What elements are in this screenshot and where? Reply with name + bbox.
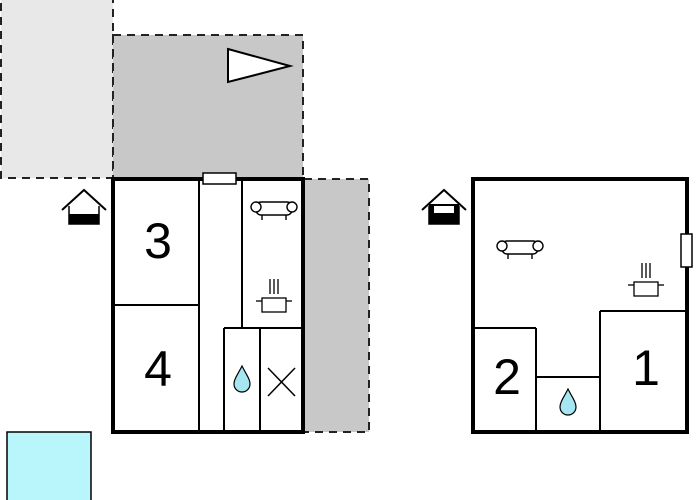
house-entrance-icon — [421, 188, 467, 225]
sofa-icon — [250, 201, 298, 220]
pool — [6, 431, 92, 500]
water-drop-icon — [559, 387, 577, 416]
house-entrance-icon — [61, 188, 107, 225]
sofa-icon — [496, 240, 544, 259]
room-number-1: 1 — [632, 340, 660, 396]
left-building: 3 4 — [111, 172, 305, 434]
window-icon — [680, 233, 693, 268]
water-drop-icon — [233, 364, 251, 393]
outdoor-area-terrace — [112, 34, 304, 179]
kitchen-pot-icon — [256, 279, 292, 313]
outdoor-area-light — [0, 0, 114, 179]
window-icon — [202, 172, 237, 185]
room-number-3: 3 — [144, 213, 172, 269]
right-building: 2 1 — [471, 177, 693, 434]
room-number-4: 4 — [144, 341, 172, 397]
kitchen-pot-icon — [628, 263, 664, 297]
direction-arrow-icon — [227, 47, 294, 84]
outdoor-area-side — [303, 178, 370, 433]
toilet-cross-icon — [267, 367, 296, 397]
right-building-outline — [471, 177, 689, 434]
room-number-2: 2 — [493, 349, 521, 405]
